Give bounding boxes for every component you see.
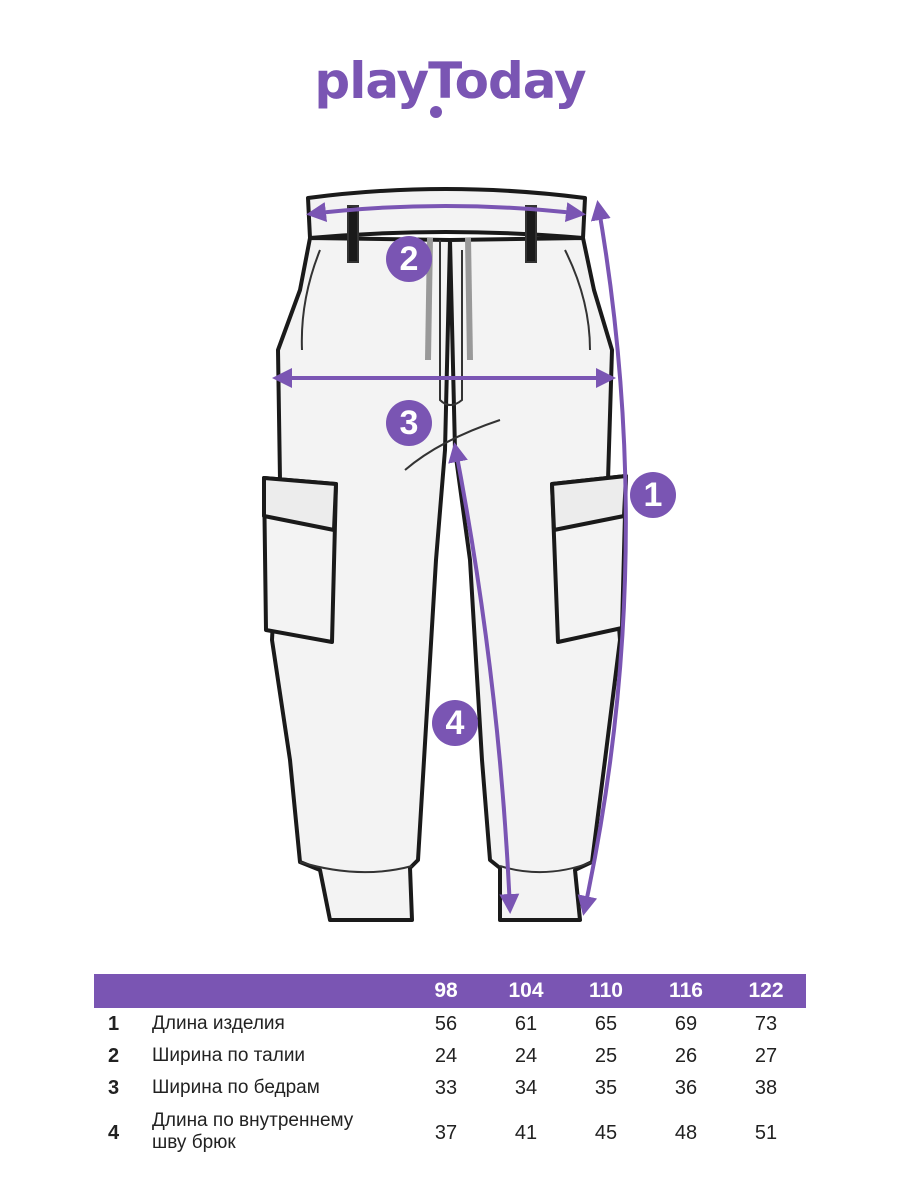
cell-value: 26 <box>674 1045 698 1067</box>
row-label-line-1: Длина по внутреннему <box>152 1110 354 1131</box>
row-number: 2 <box>108 1045 120 1067</box>
cell-value: 69 <box>674 1013 698 1035</box>
marker-4-badge: 4 <box>432 700 478 746</box>
arrow-1-total-length <box>577 200 628 916</box>
size-table: 98 104 110 116 122 1 Длина изделия 56 61… <box>94 974 806 1162</box>
arrow-2-waist-width <box>306 202 586 223</box>
cell-value: 35 <box>594 1077 618 1099</box>
cell-value: 38 <box>754 1077 778 1099</box>
cell-value: 51 <box>754 1122 778 1144</box>
cell-value: 45 <box>594 1122 618 1144</box>
marker-1-badge: 1 <box>630 472 676 518</box>
row-number: 3 <box>108 1077 120 1099</box>
arrow-4-inseam-length <box>448 442 520 914</box>
fly-line <box>439 240 463 406</box>
logo-dot <box>430 106 442 118</box>
cell-value: 27 <box>754 1045 778 1067</box>
cell-value: 61 <box>514 1013 538 1035</box>
row-label: Ширина по талии <box>152 1045 306 1066</box>
marker-2-badge: 2 <box>386 236 432 282</box>
size-116: 116 <box>669 979 703 1002</box>
cell-value: 41 <box>514 1122 538 1144</box>
cell-value: 24 <box>514 1045 538 1067</box>
left-cuff-seam <box>299 861 413 874</box>
brand-logo: playToday <box>314 52 586 110</box>
left-pocket-flap <box>262 476 338 532</box>
pants-outline <box>262 187 628 922</box>
cell-value: 34 <box>514 1077 538 1099</box>
cell-value: 48 <box>674 1122 698 1144</box>
marker-3-badge: 3 <box>386 400 432 446</box>
right-belt-loop <box>525 205 537 263</box>
size-110: 110 <box>589 979 623 1002</box>
pants-technical-drawing <box>262 187 628 922</box>
row-label-line-2: шву брюк <box>152 1132 236 1153</box>
table-row: 2 Ширина по талии 24 24 25 26 27 <box>94 1040 806 1072</box>
size-104: 104 <box>508 979 544 1002</box>
table-row: 1 Длина изделия 56 61 65 69 73 <box>94 1008 806 1040</box>
drawstring-right <box>465 237 473 361</box>
crotch-curve <box>404 419 501 471</box>
cell-value: 65 <box>594 1013 618 1035</box>
row-number: 1 <box>108 1013 120 1035</box>
cell-value: 56 <box>434 1013 458 1035</box>
row-label: Ширина по бедрам <box>152 1077 320 1098</box>
cell-value: 36 <box>674 1077 698 1099</box>
left-pocket-curve <box>300 249 321 351</box>
size-122: 122 <box>748 979 784 1002</box>
size-98: 98 <box>434 979 458 1002</box>
cell-value: 24 <box>434 1045 458 1067</box>
cell-value: 37 <box>434 1122 458 1144</box>
cell-value: 25 <box>594 1045 618 1067</box>
measurement-arrows <box>272 200 628 916</box>
row-label: Длина изделия <box>152 1013 285 1034</box>
row-number: 4 <box>108 1122 120 1144</box>
size-header-row: 98 104 110 116 122 <box>94 974 806 1008</box>
left-belt-loop <box>347 205 359 263</box>
cell-value: 33 <box>434 1077 458 1099</box>
table-row: 3 Ширина по бедрам 33 34 35 36 38 <box>94 1072 806 1104</box>
cell-value: 73 <box>754 1013 778 1035</box>
